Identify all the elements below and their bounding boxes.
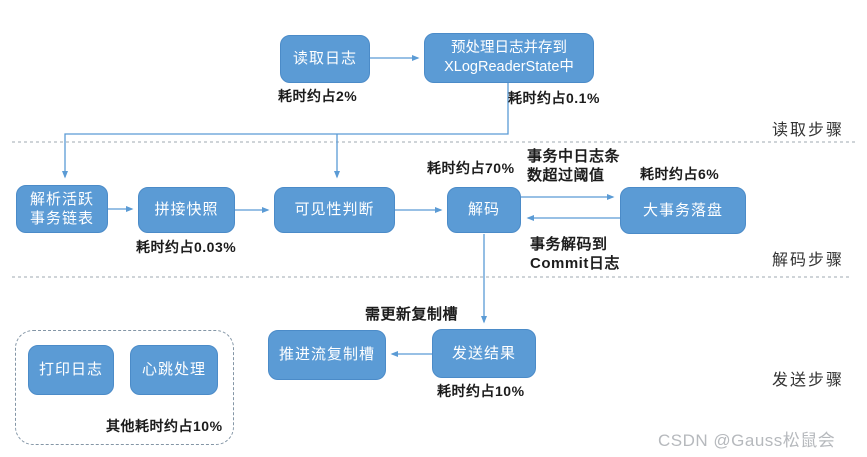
node-preprocess-xlogreaderstate: 预处理日志并存到 XLogReaderState中 bbox=[424, 33, 594, 83]
node-send-result: 发送结果 bbox=[432, 329, 536, 378]
node-advance-replication-slot: 推进流复制槽 bbox=[268, 330, 386, 380]
node-parse-active-txn-list: 解析活跃 事务链表 bbox=[16, 185, 108, 233]
node-decode: 解码 bbox=[447, 187, 521, 233]
label-commit-note: 事务解码到 Commit日志 bbox=[530, 236, 620, 272]
label-bigtxn-cost: 耗时约占6% bbox=[640, 166, 720, 182]
line-preprocess-branch bbox=[62, 83, 509, 179]
node-heartbeat: 心跳处理 bbox=[130, 345, 218, 395]
label-preprocess-cost: 耗时约占0.1% bbox=[508, 90, 600, 106]
node-read-log: 读取日志 bbox=[280, 35, 370, 83]
label-update-slot-note: 需更新复制槽 bbox=[365, 306, 459, 323]
section-read-steps: 读取步骤 bbox=[772, 122, 845, 139]
label-send-cost: 耗时约占10% bbox=[437, 383, 525, 399]
label-read-cost: 耗时约占2% bbox=[278, 88, 358, 104]
node-print-log: 打印日志 bbox=[28, 345, 114, 395]
node-visibility-check: 可见性判断 bbox=[274, 187, 395, 233]
label-other-cost: 其他耗时约占10% bbox=[106, 418, 223, 434]
label-decode-cost: 耗时约占70% bbox=[427, 160, 515, 176]
other-tasks-group bbox=[15, 330, 234, 445]
section-send-steps: 发送步骤 bbox=[772, 372, 845, 389]
section-decode-steps: 解码步骤 bbox=[772, 252, 845, 269]
label-snapshot-cost: 耗时约占0.03% bbox=[136, 239, 237, 255]
csdn-watermark: CSDN @Gauss松鼠会 bbox=[658, 431, 836, 450]
node-big-txn-flush: 大事务落盘 bbox=[620, 187, 746, 234]
node-splice-snapshot: 拼接快照 bbox=[138, 187, 235, 233]
label-threshold-note: 事务中日志条 数超过阈值 bbox=[527, 148, 621, 184]
